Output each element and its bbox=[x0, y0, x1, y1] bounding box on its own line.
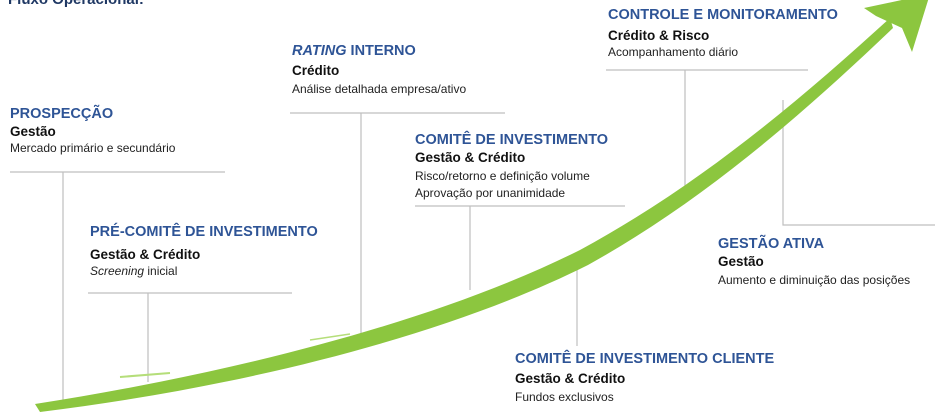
step-desc: Risco/retorno e definição volume bbox=[415, 169, 590, 183]
connector-rating bbox=[290, 112, 505, 340]
step-comite-investimento: COMITÊ DE INVESTIMENTO Gestão & Crédito … bbox=[415, 132, 608, 202]
connector-gestao-ativa bbox=[782, 100, 935, 226]
step-controle-monitoramento: CONTROLE E MONITORAMENTO Crédito & Risco… bbox=[608, 7, 838, 61]
step-comite-cliente: COMITÊ DE INVESTIMENTO CLIENTE Gestão & … bbox=[515, 351, 774, 406]
step-prospeccao: PROSPECÇÃO Gestão Mercado primário e sec… bbox=[10, 106, 175, 157]
step-heading: GESTÃO ATIVA bbox=[718, 236, 825, 252]
step-heading: RATING INTERNO bbox=[292, 43, 466, 60]
step-desc-2: Aprovação por unanimidade bbox=[415, 186, 566, 200]
step-desc: Fundos exclusivos bbox=[515, 390, 614, 404]
step-desc: Aumento e diminuição das posições bbox=[718, 273, 911, 287]
step-role: Crédito bbox=[292, 63, 340, 78]
step-heading: PROSPECÇÃO bbox=[10, 106, 114, 122]
step-role: Gestão bbox=[10, 124, 56, 139]
step-role: Gestão & Crédito bbox=[515, 371, 626, 386]
desc-emphasis: Screening bbox=[90, 264, 145, 278]
step-desc: Análise detalhada empresa/ativo bbox=[292, 82, 467, 96]
connector-prospeccao bbox=[10, 171, 225, 402]
step-role: Gestão & Crédito bbox=[90, 247, 201, 262]
step-desc: Mercado primário e secundário bbox=[10, 141, 176, 155]
heading-rest: INTERNO bbox=[346, 43, 416, 59]
step-pre-comite: PRÉ-COMITÊ DE INVESTIMENTO Gestão & Créd… bbox=[90, 224, 318, 280]
desc-rest: inicial bbox=[144, 264, 178, 278]
step-heading: COMITÊ DE INVESTIMENTO bbox=[415, 132, 609, 148]
step-desc: Acompanhamento diário bbox=[608, 45, 739, 59]
connector-pre-comite bbox=[88, 292, 292, 382]
step-heading: COMITÊ DE INVESTIMENTO CLIENTE bbox=[515, 351, 775, 367]
step-role: Gestão bbox=[718, 254, 764, 269]
step-role: Crédito & Risco bbox=[608, 28, 710, 43]
step-role: Gestão & Crédito bbox=[415, 150, 526, 165]
step-rating-interno: RATING INTERNO Crédito Análise detalhada… bbox=[292, 43, 466, 98]
growth-arrow-head bbox=[864, 0, 929, 52]
connector-comite bbox=[415, 205, 625, 290]
step-heading: PRÉ-COMITÊ DE INVESTIMENTO bbox=[90, 224, 318, 240]
page-title: Fluxo Operacional: bbox=[8, 0, 144, 8]
step-gestao-ativa: GESTÃO ATIVA Gestão Aumento e diminuição… bbox=[718, 236, 910, 289]
connector-controle bbox=[606, 69, 808, 190]
step-heading: CONTROLE E MONITORAMENTO bbox=[608, 7, 838, 23]
heading-emphasis: RATING bbox=[292, 43, 347, 59]
step-desc: Screening inicial bbox=[90, 263, 318, 280]
